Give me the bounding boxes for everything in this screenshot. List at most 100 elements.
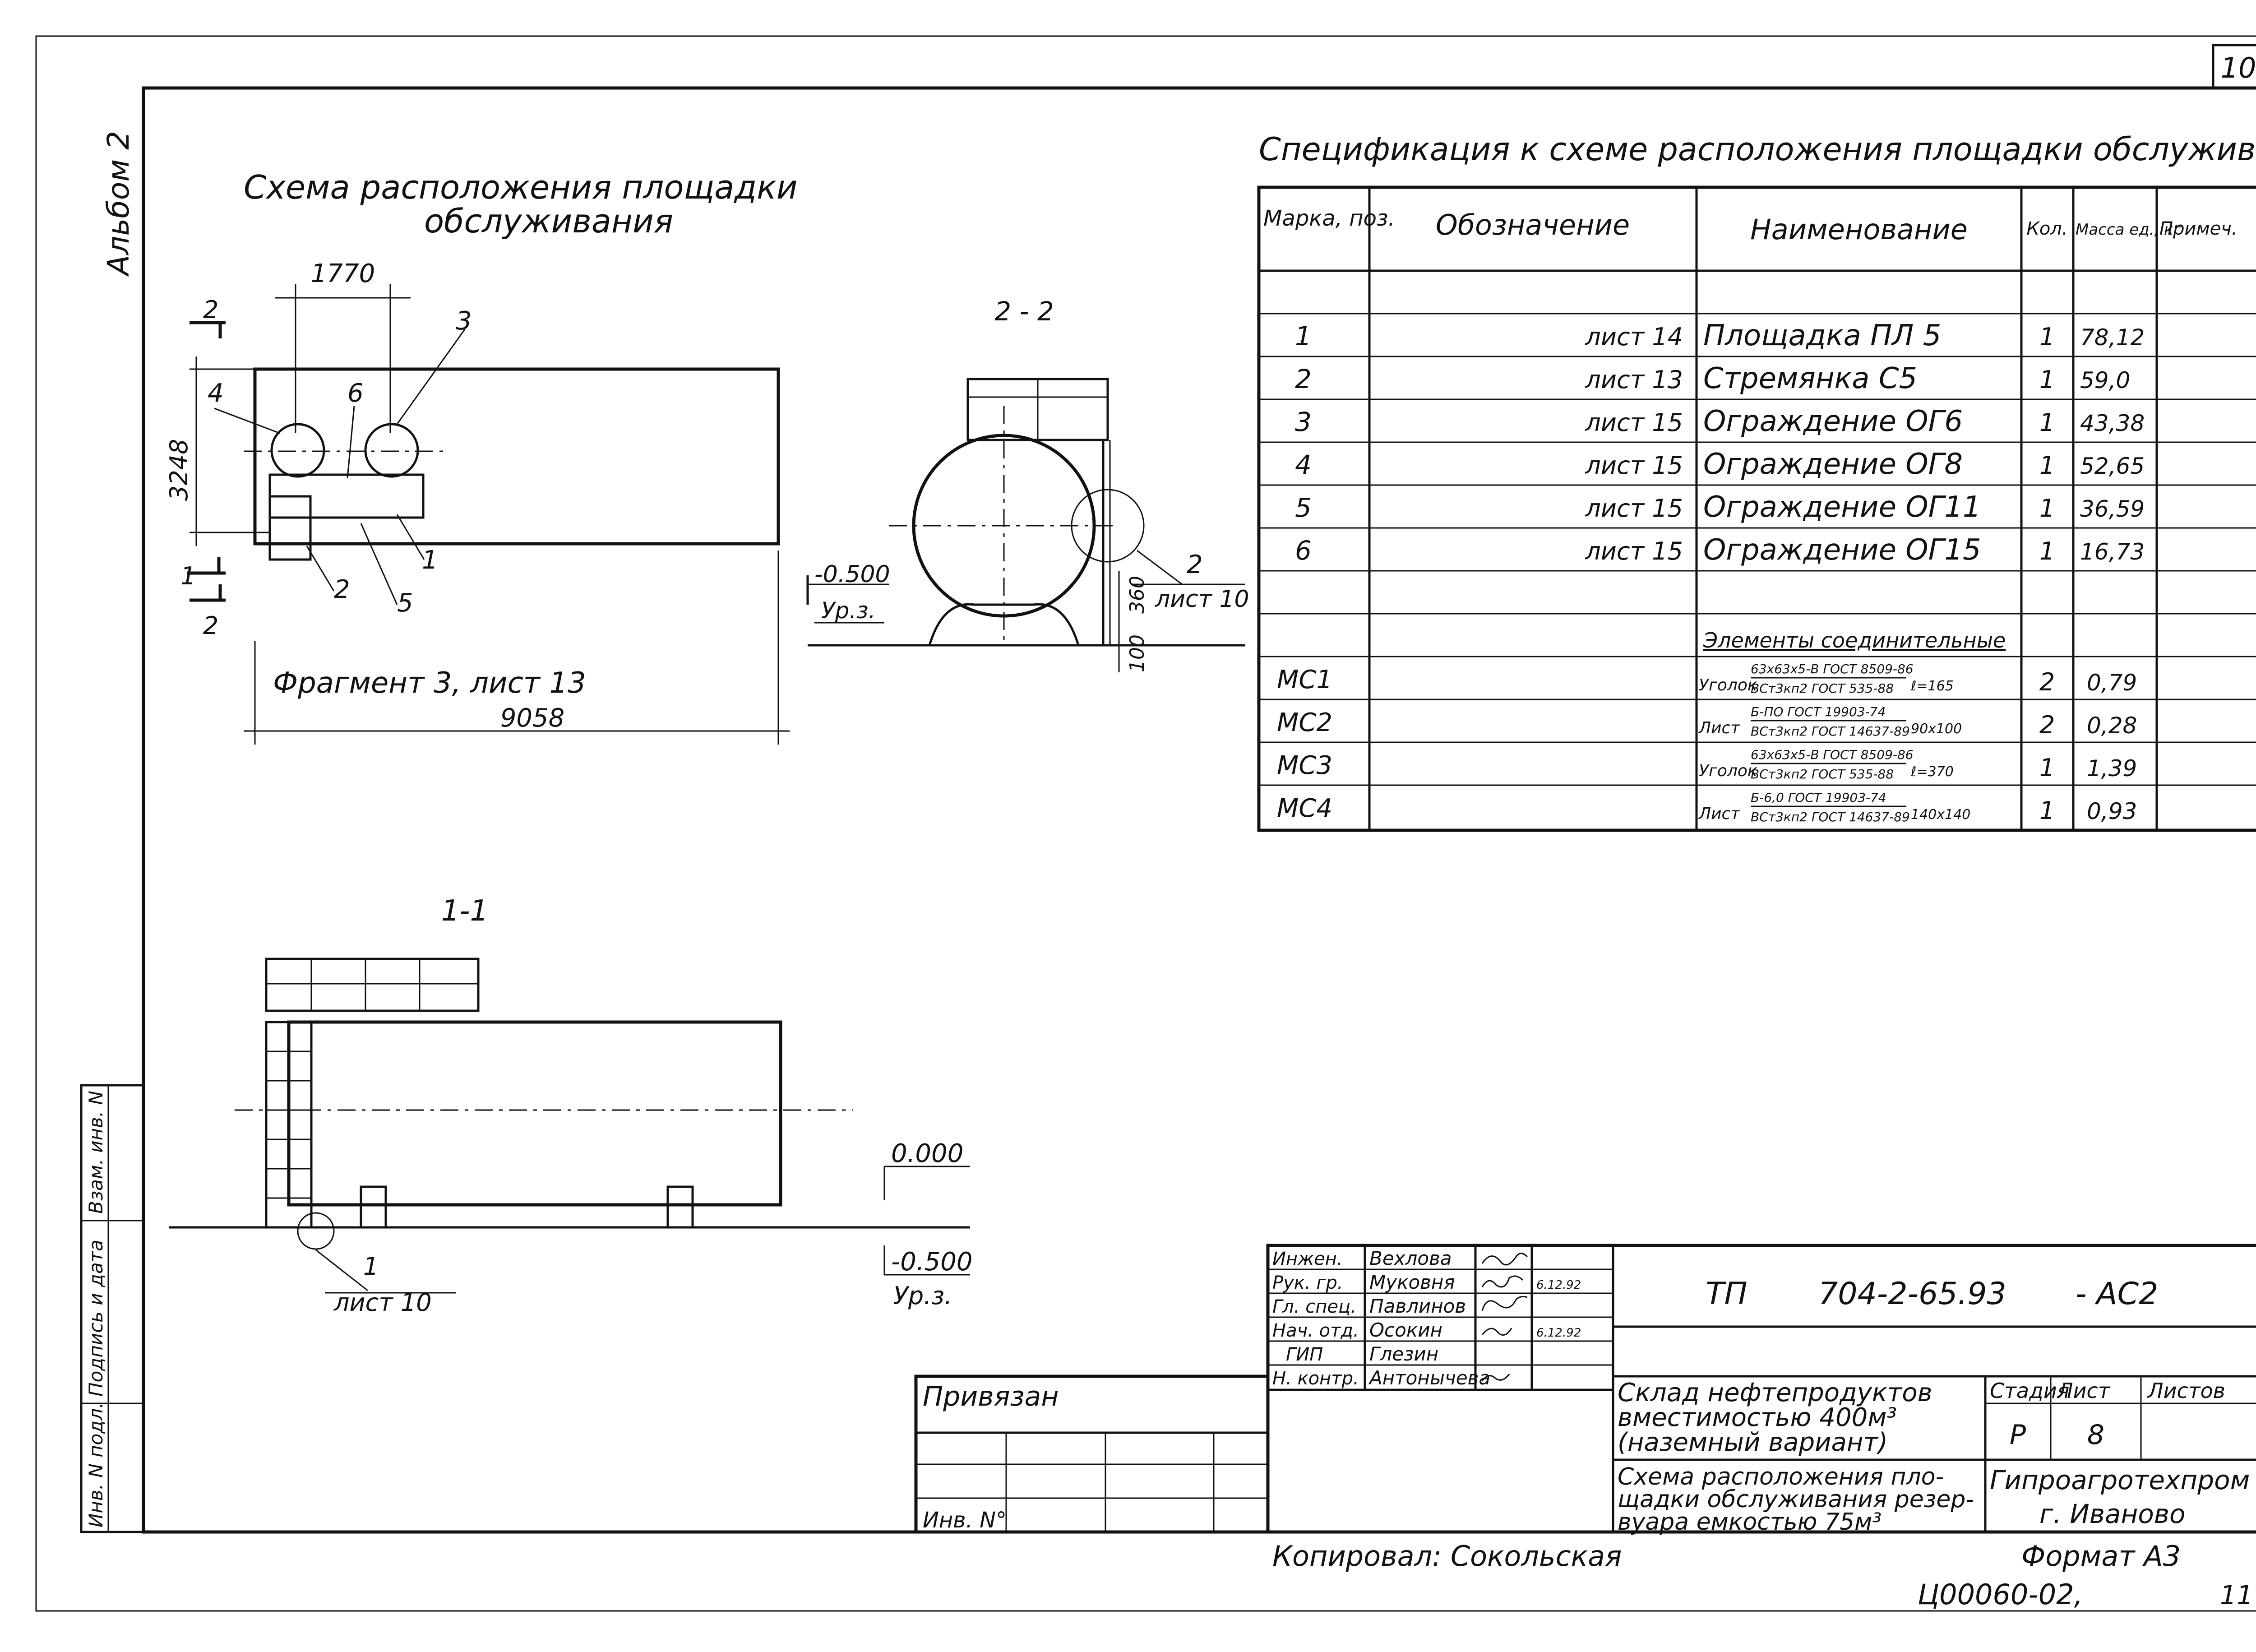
section-22-title: 2 - 2 <box>994 296 1054 327</box>
spec-cell-doc: лист 13 <box>1585 366 1683 394</box>
tb-person-row: Н. контр. Антонычева <box>1272 1367 1490 1389</box>
spec-cell-doc: лист 15 <box>1585 451 1683 480</box>
tie-label: Привязан <box>923 1381 1059 1412</box>
side-stamp-sign-date: Подпись и дата <box>85 1240 107 1397</box>
spec-el-den: ВСт3кп2 ГОСТ 535-88 <box>1751 767 1894 782</box>
tb-role: Инжен. <box>1272 1249 1343 1269</box>
spec-table: Спецификация к схеме расположения площад… <box>1257 131 2256 832</box>
spec-row: 6 лист 15 Ограждение ОГ15 1 16,73 <box>1295 533 2145 567</box>
spec-cell-name: Ограждение ОГ15 <box>1703 533 1981 567</box>
side-stamp-inv-orig: Инв. N подл. <box>85 1402 107 1528</box>
tie-block: Привязан Инв. N° <box>914 1374 1270 1534</box>
ref-number-1: 1 <box>363 1252 379 1281</box>
section-mark-1-left: 1 <box>180 562 196 590</box>
spec-cell-doc: лист 15 <box>1585 537 1683 565</box>
spec-el-qty: 2 <box>2039 668 2055 696</box>
copied-by: Копировал: Сокольская <box>1272 1540 1622 1573</box>
spec-el-num: Б-6,0 ГОСТ 19903-74 <box>1751 790 1886 805</box>
plan-title-line2: обслуживания <box>424 202 673 240</box>
spec-el-mass: 0,28 <box>2087 713 2137 739</box>
spec-cell-doc: лист 14 <box>1585 323 1683 351</box>
spec-element-row: МС1 Уголок 63х63х5-В ГОСТ 8509-86 ВСт3кп… <box>1277 662 2137 696</box>
spec-cell-qty: 1 <box>2039 323 2055 351</box>
spec-cell-name: Стремянка С5 <box>1703 362 1917 395</box>
spec-cell-qty: 1 <box>2039 408 2055 437</box>
detail-circle-2 <box>1071 489 1145 563</box>
spec-el-kind: Лист <box>1698 805 1740 823</box>
spec-element-row: МС3 Уголок 63х63х5-В ГОСТ 8509-86 ВСт3кп… <box>1277 747 2137 782</box>
spec-header-doc: Обозначение <box>1436 208 1630 241</box>
spec-el-pos: МС3 <box>1277 751 1332 780</box>
plan-view: Схема расположения площадки обслуживания… <box>165 168 797 745</box>
tank-plan-outline <box>253 367 780 546</box>
doc-code-number: 704-2-65.93 <box>1818 1276 2006 1312</box>
spec-el-size: 90х100 <box>1911 721 1962 737</box>
spec-el-qty: 1 <box>2039 796 2055 825</box>
side-stamp: Инв. N подл. Подпись и дата Взам. инв. N <box>80 1084 145 1533</box>
dim-100: 100 <box>1126 634 1149 672</box>
platform-ring-left <box>270 423 325 478</box>
album-label: Альбом 2 <box>101 131 136 277</box>
sheet-title-line2: щадки обслуживания резер- <box>1618 1486 1974 1513</box>
spec-el-size: 140х140 <box>1911 807 1970 823</box>
object-line1: Склад нефтепродуктов <box>1618 1378 1932 1407</box>
spec-cell-name: Ограждение ОГ11 <box>1703 491 1981 524</box>
spec-el-kind: Уголок <box>1699 762 1757 780</box>
tb-name: Вехлова <box>1369 1247 1452 1269</box>
org-name: Гипроагротехпром <box>1990 1465 2250 1495</box>
tb-person-row: Инжен. Вехлова <box>1272 1247 1452 1269</box>
level-minus-0500-22: -0.500 <box>814 561 890 588</box>
spec-element-row: МС2 Лист Б-ПО ГОСТ 19903-74 ВСт3кп2 ГОСТ… <box>1277 704 2137 739</box>
detail-circle-1 <box>297 1212 335 1250</box>
signatures <box>1481 1253 1528 1381</box>
ref-sheet-10-11: лист 10 <box>333 1288 432 1317</box>
level-label-11: Ур.з. <box>893 1282 952 1310</box>
spec-cell-name: Ограждение ОГ8 <box>1703 448 1963 481</box>
tb-role: Н. контр. <box>1272 1368 1359 1389</box>
spec-row: 4 лист 15 Ограждение ОГ8 1 52,65 <box>1295 448 2145 481</box>
spec-el-num: 63х63х5-В ГОСТ 8509-86 <box>1751 662 1914 676</box>
sheet-value: 8 <box>2087 1419 2104 1451</box>
tb-person-row: Рук. гр. Муковня 6.12.92 <box>1272 1271 1581 1293</box>
spec-cell-mass: 52,65 <box>2080 453 2145 479</box>
tb-role: ГИП <box>1286 1344 1323 1365</box>
section-mark-2-bottom: 2 <box>203 611 218 640</box>
spec-el-mass: 0,79 <box>2087 670 2137 696</box>
sheet-title-line1: Схема расположения пло- <box>1618 1463 1944 1490</box>
spec-cell-pos: 5 <box>1295 492 1312 523</box>
spec-el-den: ВСт3кп2 ГОСТ 14637-89 <box>1751 724 1910 739</box>
spec-header-name: Наименование <box>1750 213 1968 246</box>
spec-el-kind: Уголок <box>1699 676 1757 694</box>
spec-header-note: Примеч. <box>2159 218 2238 239</box>
format-label: Формат А3 <box>2021 1540 2181 1573</box>
page-number: 10 <box>2221 51 2256 84</box>
callout-4: 4 <box>208 379 224 408</box>
callout-5: 5 <box>397 588 413 618</box>
tank-side-view <box>287 1020 782 1207</box>
spec-cell-mass: 36,59 <box>2080 496 2145 522</box>
spec-el-pos: МС2 <box>1277 708 1332 737</box>
tb-name: Муковня <box>1369 1271 1455 1293</box>
spec-cell-qty: 1 <box>2039 366 2055 394</box>
tb-name: Павлинов <box>1369 1295 1466 1317</box>
tb-person-row: ГИП Глезин <box>1286 1343 1438 1365</box>
tb-person-row: Гл. спец. Павлинов <box>1272 1295 1466 1317</box>
spec-cell-qty: 1 <box>2039 494 2055 523</box>
spec-row: 5 лист 15 Ограждение ОГ11 1 36,59 <box>1295 491 2145 524</box>
spec-row: 2 лист 13 Стремянка С5 1 59,0 <box>1295 362 2130 395</box>
tb-role: Нач. отд. <box>1272 1320 1359 1341</box>
sheet-label: Лист <box>2057 1379 2111 1403</box>
doc-code-suffix: - АС2 <box>2076 1276 2158 1312</box>
section-1-1: 1-1 1 лист 10 0.000 -0.500 Ур.з. <box>169 894 973 1317</box>
spec-header-qty: Кол. <box>2026 218 2067 239</box>
sheet-title-line3: вуара емкостью 75м³ <box>1618 1509 1882 1536</box>
tb-role: Рук. гр. <box>1272 1273 1343 1293</box>
doc-code-prefix: ТП <box>1706 1276 1747 1312</box>
object-line3: (наземный вариант) <box>1618 1428 1888 1457</box>
spec-el-pos: МС4 <box>1277 794 1332 823</box>
stair-plan <box>268 495 312 561</box>
side-stamp-replace-inv: Взам. инв. N <box>85 1091 107 1214</box>
level-label-22: Ур.з. <box>821 597 876 624</box>
spec-cell-pos: 1 <box>1295 321 1312 352</box>
callout-6: 6 <box>347 379 364 408</box>
